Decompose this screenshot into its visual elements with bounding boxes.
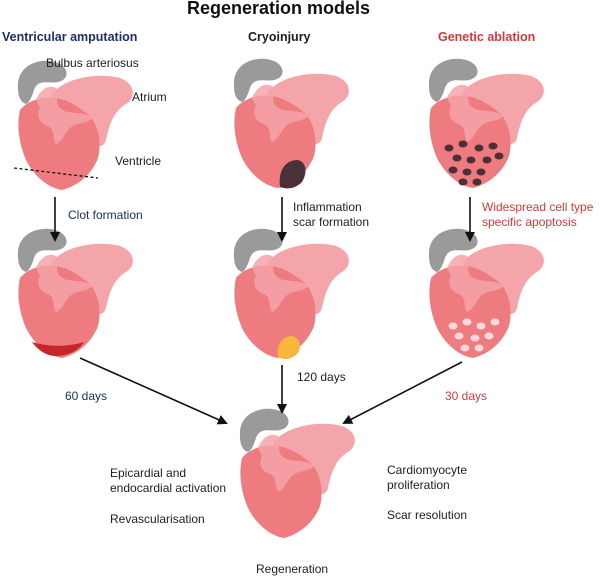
arrow-genetic-to-regeneration — [342, 361, 463, 424]
heart-genetic-before — [428, 58, 544, 189]
regenerating-spot — [470, 334, 480, 342]
apoptosis-dot — [452, 154, 462, 162]
apoptosis-dots — [444, 140, 504, 186]
apoptosis-dot — [458, 178, 468, 186]
heart-amputation-before — [17, 60, 133, 191]
step-widespread-apoptosis-2: specific apoptosis — [482, 215, 577, 229]
heart-amputation-clot — [17, 228, 133, 358]
apoptosis-dot — [488, 142, 498, 150]
time-30-days: 30 days — [445, 389, 488, 403]
time-120-days: 120 days — [297, 370, 346, 384]
header-cryoinjury: Cryoinjury — [248, 30, 311, 44]
regenerating-spot — [490, 318, 500, 326]
apoptosis-dot — [472, 178, 482, 186]
apoptosis-dot — [476, 168, 486, 176]
label-ventricle: Ventricle — [115, 154, 162, 168]
header-ventricular-amputation: Ventricular amputation — [2, 30, 138, 44]
label-atrium: Atrium — [132, 90, 167, 104]
outcome-epicardial-1: Epicardial and — [110, 466, 187, 480]
scar-tissue — [277, 336, 300, 360]
step-widespread-apoptosis-1: Widespread cell type — [482, 200, 594, 214]
regenerating-spot — [474, 344, 484, 352]
clot — [32, 342, 84, 356]
step-scar-formation: scar formation — [293, 215, 370, 229]
regenerating-spot — [454, 332, 464, 340]
regenerating-spot — [462, 318, 472, 326]
apoptosis-dot — [494, 152, 504, 160]
outcome-cardiomyocyte-2: proliferation — [387, 478, 450, 492]
outcome-revascularisation: Revascularisation — [110, 512, 205, 526]
heart-cryoinjury-scar — [233, 228, 349, 360]
diagram-title: Regeneration models — [187, 0, 371, 18]
time-60-days: 60 days — [65, 389, 108, 403]
step-inflammation: Inflammation — [293, 200, 362, 214]
outcome-cardiomyocyte-1: Cardiomyocyte — [387, 463, 468, 477]
apoptosis-dot — [458, 140, 468, 148]
apoptosis-dot — [474, 144, 484, 152]
regenerating-spot — [448, 322, 458, 330]
outcome-regeneration-label: Regeneration — [256, 562, 329, 576]
apoptosis-dot — [448, 166, 458, 174]
apoptosis-dot — [482, 156, 492, 164]
heart-regenerated — [239, 408, 355, 538]
outcome-scar-resolution: Scar resolution — [387, 508, 468, 522]
apoptosis-dot — [444, 144, 454, 152]
heart-cryoinjury-before — [233, 58, 349, 189]
apoptosis-dot — [466, 156, 476, 164]
regenerating-spot — [476, 322, 486, 330]
outcome-epicardial-2: endocardial activation — [110, 481, 227, 495]
step-clot-formation: Clot formation — [68, 208, 143, 222]
apoptosis-dot — [462, 168, 472, 176]
regenerating-spot — [460, 344, 470, 352]
heart-genetic-spots — [428, 228, 544, 358]
regenerating-spots — [448, 318, 500, 352]
label-bulbus-arteriosus: Bulbus arteriosus — [46, 56, 139, 70]
header-genetic-ablation: Genetic ablation — [438, 30, 536, 44]
arrow-amputation-to-regeneration — [79, 357, 228, 425]
cryo-lesion — [279, 160, 306, 189]
regenerating-spot — [484, 332, 494, 340]
